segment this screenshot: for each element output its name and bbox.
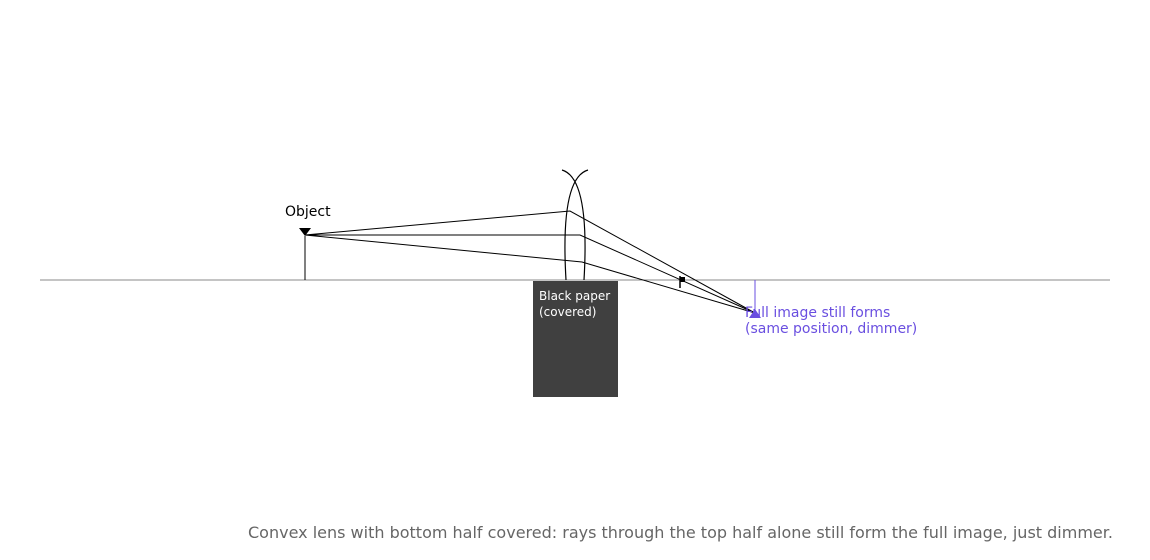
ray-lower: [304, 234, 756, 314]
image-label-line1: Full image still forms: [745, 305, 890, 321]
image-arrow: [749, 280, 761, 318]
focal-point-marker: [679, 276, 685, 288]
object-label: Object: [285, 204, 331, 220]
object-arrow: [299, 228, 311, 280]
paper-label-line1: Black paper: [539, 289, 610, 303]
caption: Convex lens with bottom half covered: ra…: [248, 523, 1113, 542]
ray-top: [304, 210, 756, 314]
paper-label-line2: (covered): [539, 305, 596, 319]
image-label-line2: (same position, dimmer): [745, 321, 917, 337]
light-rays: [304, 210, 756, 314]
convex-lens: [561, 169, 589, 281]
ray-parallel: [305, 234, 756, 314]
black-paper: [533, 281, 618, 397]
